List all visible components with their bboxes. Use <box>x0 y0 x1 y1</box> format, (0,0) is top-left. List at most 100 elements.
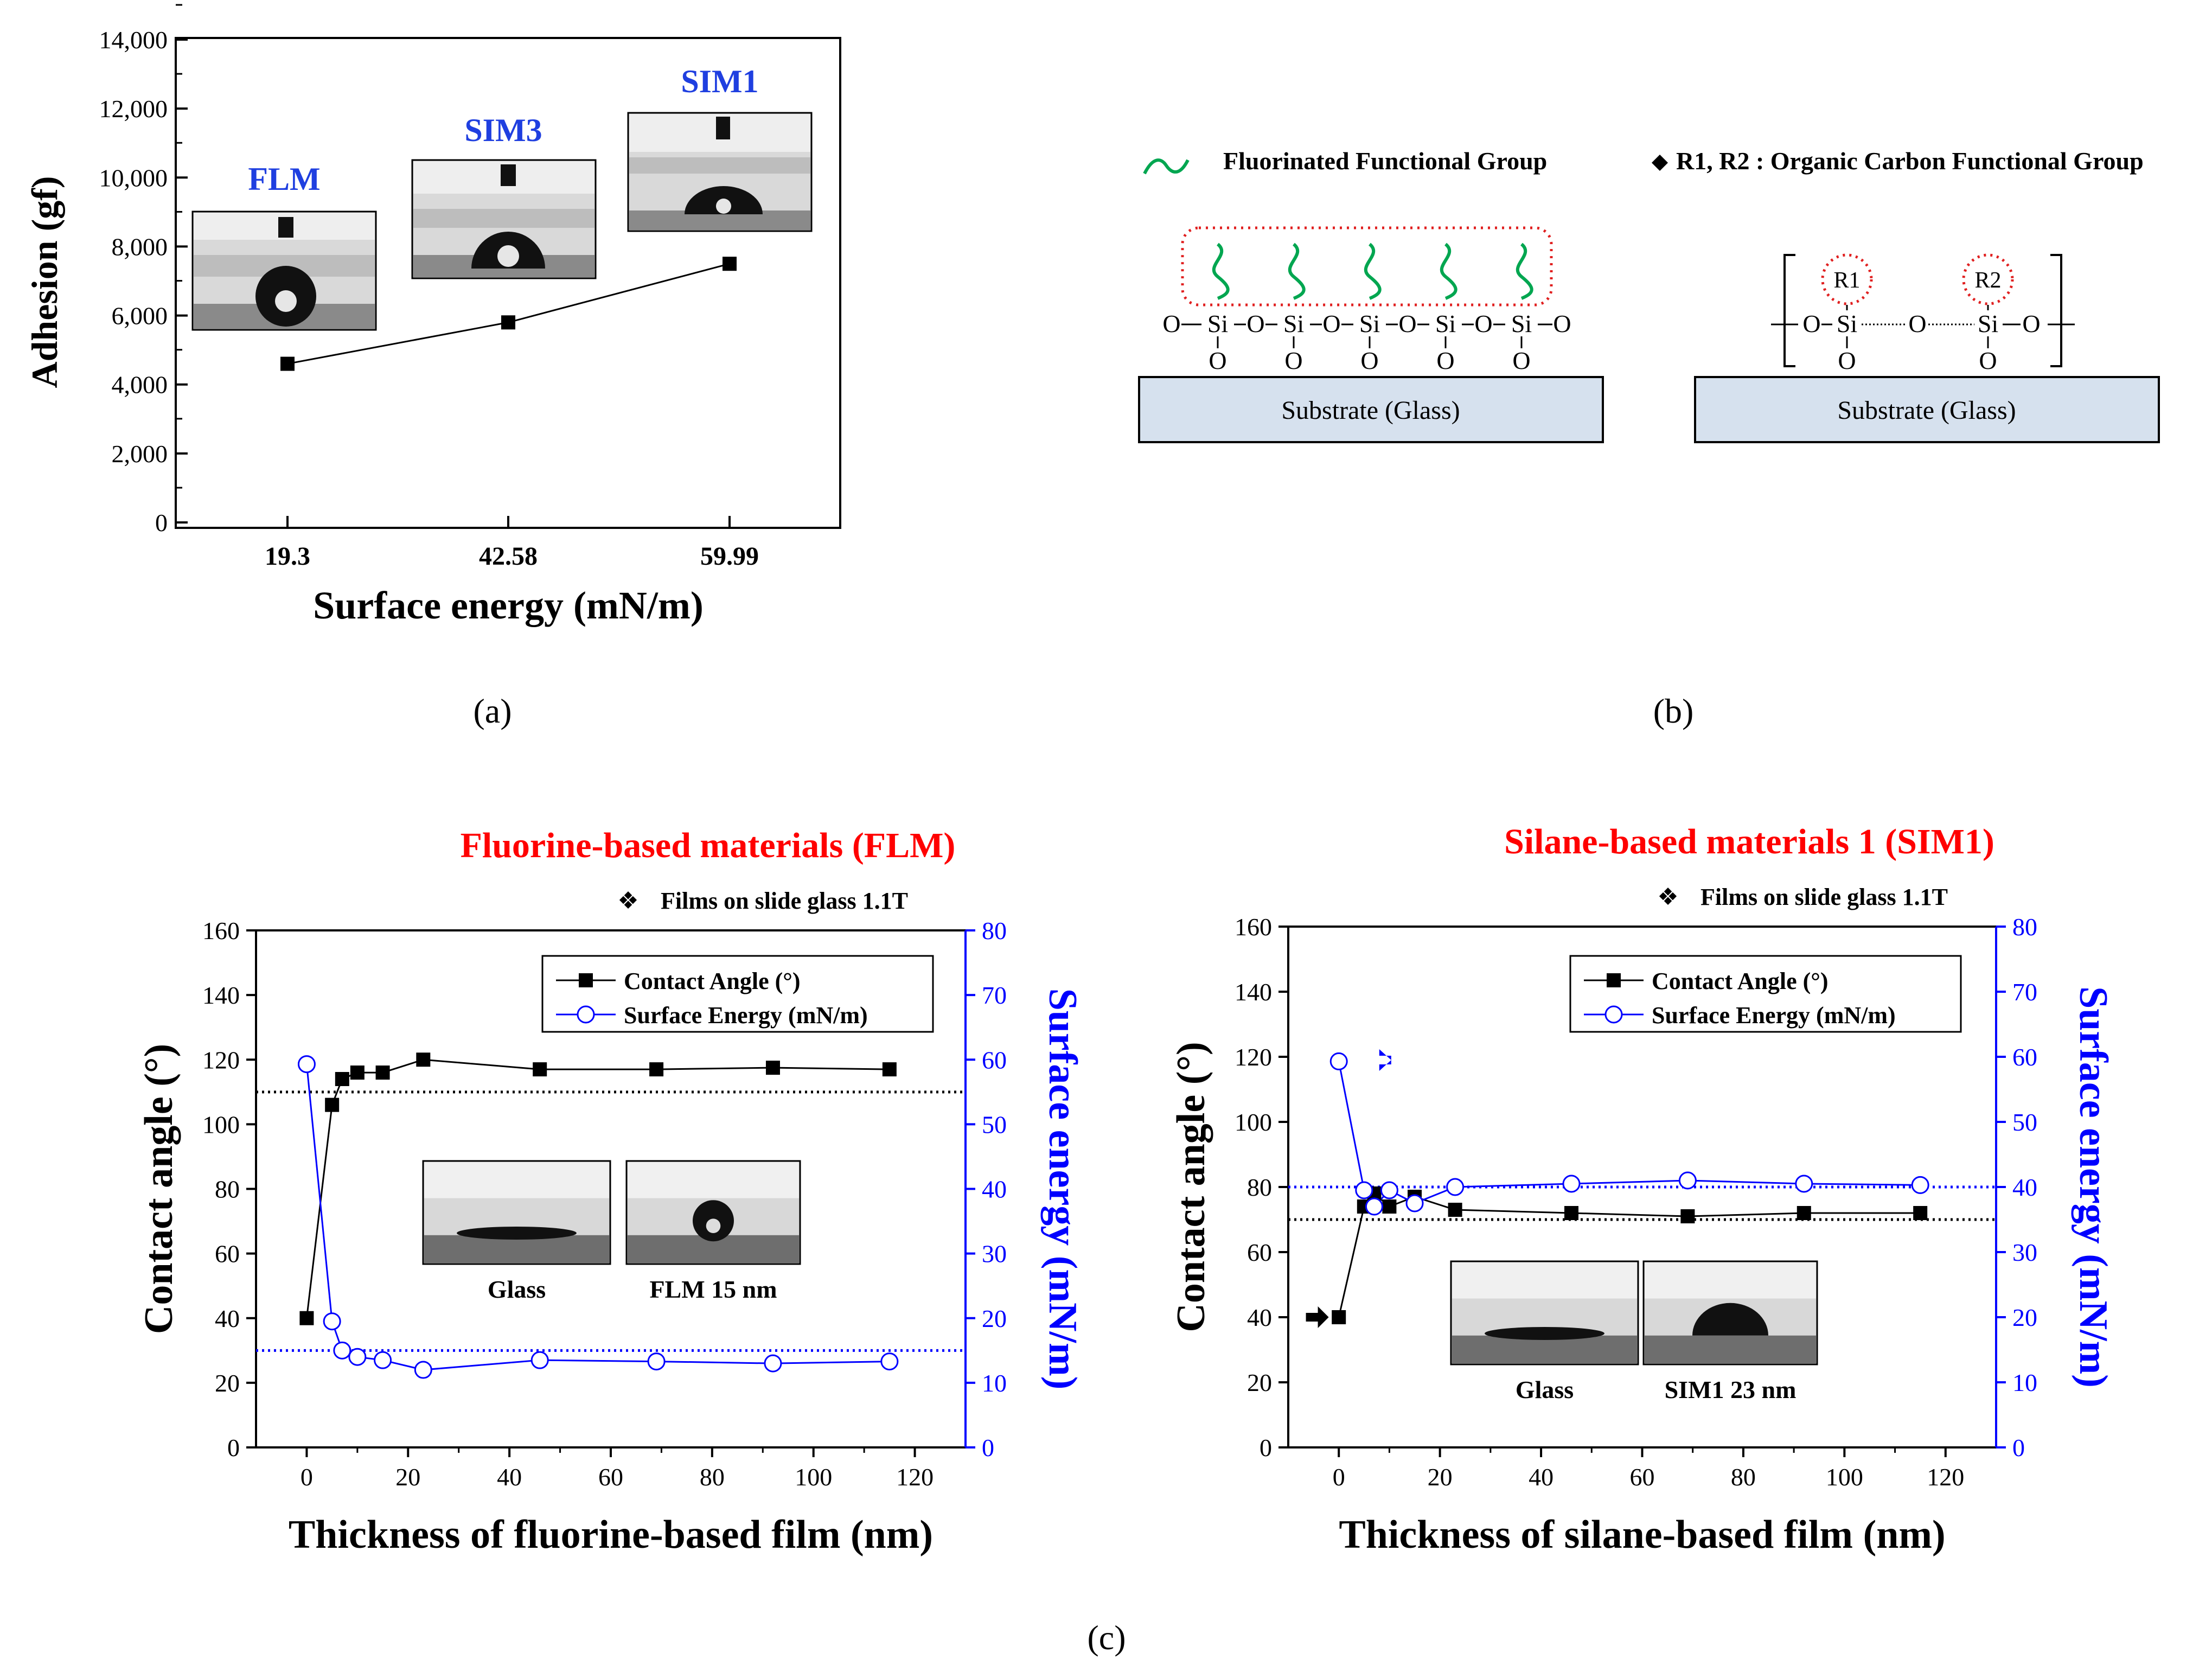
y2-tick-label: 10 <box>2012 1369 2037 1396</box>
y2-tick-label: 80 <box>2012 913 2037 941</box>
y2-tick-label: 70 <box>982 981 1007 1009</box>
y-tick-label: 40 <box>1247 1304 1272 1331</box>
legend-surface-energy: Surface Energy (mN/m) <box>624 1002 868 1029</box>
y-tick-label: 120 <box>202 1046 240 1074</box>
panel-label-c: (c) <box>1087 1618 1126 1657</box>
contact-angle-point <box>1913 1206 1928 1220</box>
surface-energy-point <box>647 1352 666 1371</box>
adhesion-point <box>501 315 515 330</box>
surface-energy-point <box>1380 1181 1398 1199</box>
y2-tick-label: 30 <box>2012 1239 2037 1266</box>
y-axis-label-right: Surface energy (mN/m) <box>1040 988 1085 1390</box>
y-tick-label: 20 <box>1247 1369 1272 1396</box>
y-tick-label: 20 <box>215 1369 240 1397</box>
legend-fluorinated: Fluorinated Functional Group <box>1223 147 1547 175</box>
silicon-atom: Si <box>1978 310 1998 337</box>
diamond-icon <box>1652 155 1668 171</box>
inset-photo-sim1 <box>627 112 813 232</box>
legend: Contact Angle (°) Surface Energy (mN/m) <box>541 955 934 1033</box>
oxygen-atom: O <box>1908 310 1926 337</box>
fluorinated-group-box <box>1181 226 1553 307</box>
y-tick-label: 0 <box>1260 1434 1272 1462</box>
x-tick-label: 0 <box>301 1463 313 1491</box>
silicon-atom: Si <box>1435 310 1456 337</box>
y2-tick-label: 50 <box>2012 1108 2037 1136</box>
chart-title: Silane-based materials 1 (SIM1) <box>1504 822 1994 861</box>
inset-photo-0 <box>1450 1260 1639 1365</box>
oxygen-atom: O <box>1398 310 1416 337</box>
surface-energy-line <box>1338 1061 1921 1208</box>
y2-tick-label: 30 <box>982 1240 1007 1268</box>
surface-energy-point <box>1911 1176 1929 1194</box>
silicon-atom: Si <box>1511 310 1532 337</box>
x-tick-label: 19.3 <box>265 542 310 571</box>
fluorinated-chain <box>1288 242 1306 300</box>
surface-energy-point <box>414 1361 432 1379</box>
r1-label: R1 <box>1833 268 1860 293</box>
surface-energy-point <box>1329 1052 1348 1070</box>
oxygen-atom: O <box>1802 310 1820 337</box>
fluorinated-chain <box>1516 242 1533 300</box>
inset-label-flm: FLM <box>248 161 320 197</box>
contact-angle-point <box>375 1065 390 1080</box>
contact-angle-point <box>335 1071 349 1086</box>
y-axis-label: Adhesion (gf) <box>24 176 65 388</box>
adhesion-points <box>280 257 737 371</box>
y-tick-label: 80 <box>215 1176 240 1203</box>
x-tick-label: 100 <box>1826 1463 1863 1491</box>
oxygen-atom: O <box>1553 310 1571 337</box>
fluorinated-chains <box>1212 242 1533 300</box>
x-tick-label: 59.99 <box>700 542 759 571</box>
x-tick-label: 100 <box>795 1463 832 1491</box>
surface-energy-point <box>1446 1178 1465 1196</box>
r1-circle <box>1821 253 1873 305</box>
y2-tick-label: 10 <box>982 1369 1007 1397</box>
inset-label-sim3: SIM3 <box>464 112 542 148</box>
surface-energy-line <box>305 1064 890 1371</box>
surface-energy-point <box>1365 1197 1383 1216</box>
inset-photo-flm <box>191 210 377 331</box>
surface-energy-point <box>323 1312 341 1331</box>
contact-angle-point <box>533 1062 547 1077</box>
flm-chart: Fluorine-based materials (FLM)❖Films on … <box>137 826 1085 1557</box>
legend-contact-angle: Contact Angle (°) <box>624 968 801 994</box>
y-tick-label: 14,000 <box>99 26 168 54</box>
x-tick-label: 120 <box>1927 1463 1964 1491</box>
adhesion-point <box>280 356 295 371</box>
contact-angle-point <box>765 1061 780 1075</box>
surface-energy-point <box>1562 1175 1581 1193</box>
oxygen-atom: O <box>1436 347 1454 374</box>
contact-angle-point <box>1680 1209 1695 1223</box>
silicon-atom: Si <box>1207 310 1228 337</box>
silicon-atom: Si <box>1283 310 1304 337</box>
oxygen-atom: O <box>1284 347 1302 374</box>
oxygen-atom: O <box>1209 347 1226 374</box>
oxygen-atom: O <box>2022 310 2040 337</box>
y-tick-label: 12,000 <box>99 95 168 123</box>
y-tick-label: 160 <box>1235 913 1272 941</box>
legend-circle-marker <box>1604 1005 1623 1024</box>
surface-energy-point <box>530 1351 549 1369</box>
oxygen-atom: O <box>1162 310 1180 337</box>
surface-energy-point <box>880 1352 899 1371</box>
y-axis-label-left: Contact angle (°) <box>137 1044 181 1334</box>
contact-angle-point <box>1382 1199 1397 1214</box>
y-tick-label: 6,000 <box>112 302 168 330</box>
panel-label-b: (b) <box>1653 692 1694 730</box>
y-tick-label: 140 <box>202 981 240 1009</box>
x-tick-label: 60 <box>1630 1463 1655 1491</box>
x-tick-label: 40 <box>1529 1463 1553 1491</box>
chart-note: Films on slide glass 1.1T <box>661 888 908 914</box>
surface-energy-point <box>764 1354 782 1373</box>
bracket-left <box>1783 254 1795 367</box>
contact-angle-point <box>416 1052 431 1067</box>
contact-angle-point <box>1797 1206 1811 1220</box>
right-axis-arrow-icon <box>1379 1049 1391 1071</box>
y-tick-label: 80 <box>1247 1173 1272 1201</box>
r2-label: R2 <box>1974 268 2001 293</box>
oxygen-atom: O <box>1512 347 1530 374</box>
fluorinated-chain <box>1440 242 1457 300</box>
y-tick-label: 120 <box>1235 1043 1272 1071</box>
